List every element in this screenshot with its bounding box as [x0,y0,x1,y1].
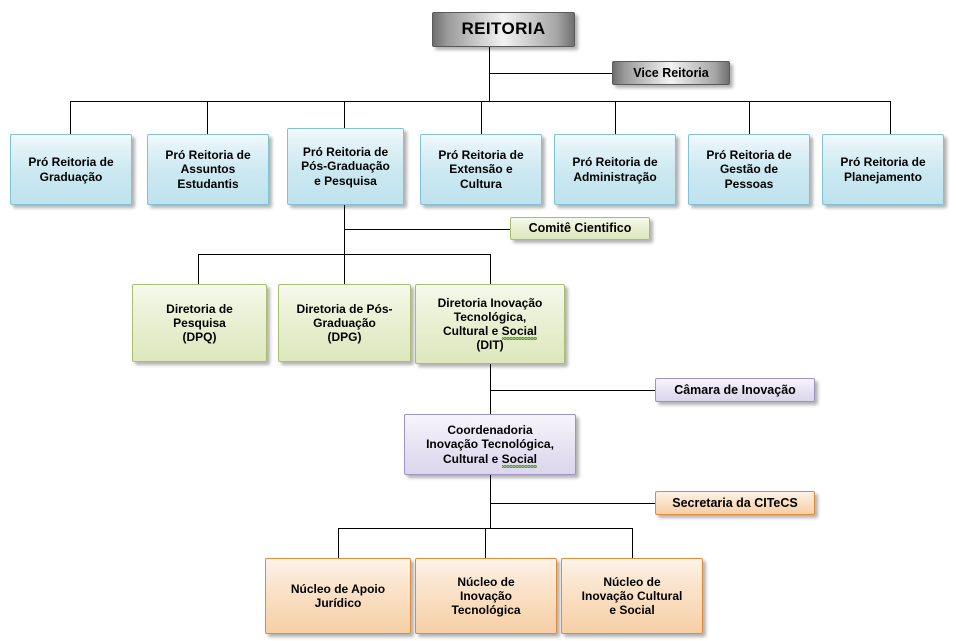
node-label: Núcleo de Apoio Jurídico [290,581,386,610]
node-diretoria-pos-graduacao[interactable]: Diretoria de Pós- Graduação (DPG) [278,284,411,362]
connector-dit-to-coordenadoria [490,364,491,414]
connector-drop-nuc-1 [338,528,339,558]
connector-drop-pr-6 [749,101,750,134]
node-label: Pró Reitoria de Pós-Graduação e Pesquisa [301,145,390,188]
node-secretaria-citecs[interactable]: Secretaria da CITeCS [655,491,815,515]
connector-drop-pr-4 [481,101,482,134]
node-pro-reitoria-graduacao[interactable]: Pró Reitoria de Graduação [10,134,132,205]
connector-drop-dir-2 [344,254,345,284]
node-label: Pró Reitoria de Assuntos Estudantis [165,148,251,191]
node-label: Pró Reitoria de Planejamento [840,155,926,184]
node-vice-reitoria-label: Vice Reitoria [633,65,709,80]
connector-drop-nuc-3 [632,528,633,558]
node-reitoria-label: REITORIA [461,19,546,39]
node-camara-inovacao-label: Câmara de Inovação [674,382,796,397]
node-label: Diretoria Inovação Tecnológica, Cultural… [437,295,543,353]
connector-drop-pr-7 [890,101,891,134]
node-reitoria[interactable]: REITORIA [432,12,575,47]
node-label: Diretoria de Pós- Graduação (DPG) [296,301,393,345]
connector-pro-reitoria-bus [70,101,890,102]
connector-secretaria [490,503,655,504]
connector-drop-dir-1 [198,254,199,284]
node-label: Núcleo de Inovação Tecnológica [451,574,521,618]
node-nucleo-inovacao-cultural-social[interactable]: Núcleo de Inovação Cultural e Social [561,558,703,634]
node-label: Pró Reitoria de Extensão e Cultura [438,148,524,191]
spellcheck-underline-social: Social [501,451,538,468]
node-comite-cientifico[interactable]: Comitê Cientifico [510,217,650,240]
connector-reitoria-trunk [489,47,490,101]
node-camara-inovacao[interactable]: Câmara de Inovação [655,378,815,402]
node-label: Pró Reitoria de Gestão de Pessoas [706,148,792,191]
node-secretaria-citecs-label: Secretaria da CITeCS [672,495,798,510]
node-nucleo-inovacao-tecnologica[interactable]: Núcleo de Inovação Tecnológica [415,558,557,634]
connector-coordenadoria-trunk [490,475,491,528]
node-pro-reitoria-planejamento[interactable]: Pró Reitoria de Planejamento [822,134,944,205]
node-diretoria-pesquisa[interactable]: Diretoria de Pesquisa (DPQ) [132,284,267,362]
node-coordenadoria-citecs[interactable]: Coordenadoria Inovação Tecnológica, Cult… [404,414,576,475]
connector-camara [490,390,655,391]
connector-comite [344,229,510,230]
node-label: Pró Reitoria de Graduação [28,155,114,184]
node-pro-reitoria-pos-graduacao-pesquisa[interactable]: Pró Reitoria de Pós-Graduação e Pesquisa [287,128,404,205]
node-pro-reitoria-extensao-cultura[interactable]: Pró Reitoria de Extensão e Cultura [420,134,542,205]
node-diretoria-inovacao-dit[interactable]: Diretoria Inovação Tecnológica, Cultural… [415,284,565,364]
node-label: Pró Reitoria de Administração [572,155,658,184]
node-label: Diretoria de Pesquisa (DPQ) [166,301,233,345]
connector-drop-dir-3 [490,254,491,284]
node-label: Coordenadoria Inovação Tecnológica, Cult… [426,423,554,468]
node-vice-reitoria[interactable]: Vice Reitoria [612,61,730,85]
spellcheck-underline-social: Social [501,324,538,341]
connector-drop-pr-1 [70,101,71,134]
connector-drop-pr-3 [344,101,345,134]
node-pro-reitoria-administracao[interactable]: Pró Reitoria de Administração [554,134,676,205]
node-nucleo-apoio-juridico[interactable]: Núcleo de Apoio Jurídico [265,558,411,634]
node-pro-reitoria-gestao-pessoas[interactable]: Pró Reitoria de Gestão de Pessoas [688,134,810,205]
connector-drop-pr-2 [207,101,208,134]
node-pro-reitoria-assuntos-estudantis[interactable]: Pró Reitoria de Assuntos Estudantis [147,134,269,205]
connector-vice-reitoria [489,73,612,74]
node-label: Núcleo de Inovação Cultural e Social [581,574,683,618]
connector-drop-pr-5 [615,101,616,134]
node-comite-cientifico-label: Comitê Cientifico [528,221,632,236]
connector-drop-nuc-2 [485,528,486,558]
